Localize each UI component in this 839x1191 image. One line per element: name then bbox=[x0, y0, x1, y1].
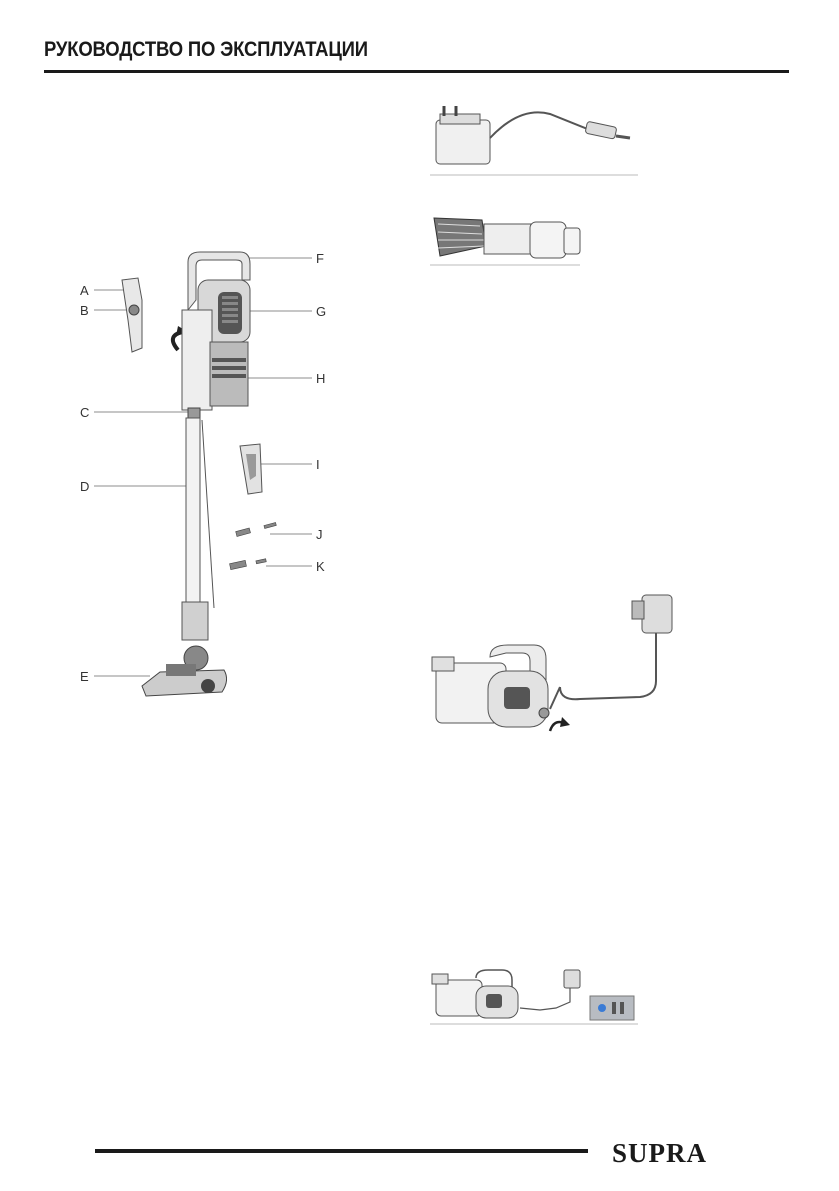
label-i: I bbox=[316, 457, 320, 472]
header-divider bbox=[44, 70, 789, 73]
charging-vacuum-figure bbox=[430, 585, 680, 750]
power-adapter-figure bbox=[430, 98, 640, 178]
label-g: G bbox=[316, 304, 326, 319]
label-e: E bbox=[80, 669, 89, 684]
charging-vacuum-icon bbox=[432, 595, 672, 731]
charge-indicator-figure bbox=[430, 962, 640, 1028]
label-d: D bbox=[80, 479, 89, 494]
crevice-nozzle-figure bbox=[430, 210, 590, 270]
charge-indicator-icon bbox=[432, 970, 634, 1020]
screws-icon bbox=[230, 522, 277, 569]
label-j: J bbox=[316, 527, 323, 542]
label-b: B bbox=[80, 303, 89, 318]
brand-logo: SUPRA bbox=[612, 1138, 707, 1169]
label-f: F bbox=[316, 251, 324, 266]
page-title: РУКОВОДСТВО ПО ЭКСПЛУАТАЦИИ bbox=[44, 38, 368, 62]
power-adapter-icon bbox=[436, 106, 630, 164]
vacuum-cleaner-diagram: A B C D E F G H I J K bbox=[70, 240, 350, 720]
label-c: C bbox=[80, 405, 89, 420]
label-k: K bbox=[316, 559, 325, 574]
label-a: A bbox=[80, 283, 89, 298]
crevice-nozzle-icon bbox=[434, 218, 580, 258]
footer-divider bbox=[95, 1149, 588, 1153]
label-h: H bbox=[316, 371, 325, 386]
